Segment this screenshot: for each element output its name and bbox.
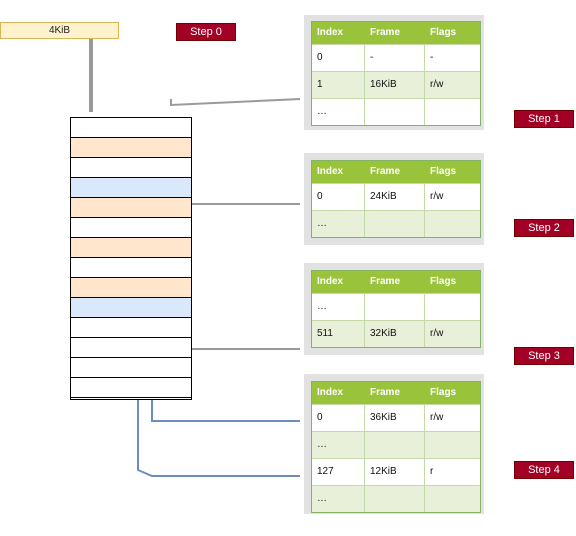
header-index: Index — [317, 166, 344, 177]
cell-index: … — [312, 99, 365, 125]
cell-frame: 36KiB — [365, 405, 425, 431]
table-row: … — [312, 431, 480, 458]
cell-flags: r/w — [430, 412, 444, 423]
cell-flags: r/w — [430, 328, 444, 339]
table-row: 1 16KiB r/w — [312, 71, 480, 98]
cell-index: … — [312, 294, 365, 320]
cell-frame — [365, 99, 425, 125]
page-table-level-4: Index Frame Flags 0 - - 1 16KiB r/w … — [311, 21, 481, 126]
table-header: Index Frame Flags — [312, 22, 480, 44]
cell-flags: - — [430, 52, 434, 63]
cell-flags — [425, 432, 480, 458]
step-4-badge: Step 4 — [514, 461, 574, 479]
cell-index: 511 — [312, 321, 365, 347]
table-header: Index Frame Flags — [312, 271, 480, 293]
step-2-badge: Step 2 — [514, 219, 574, 237]
header-frame: Frame — [370, 27, 401, 38]
header-index: Index — [317, 387, 344, 398]
table-row: 0 24KiB r/w — [312, 183, 480, 210]
cell-flags — [425, 211, 480, 237]
memory-frame-row — [71, 358, 191, 378]
page-table-level-1: Index Frame Flags 0 36KiB r/w … 127 12Ki… — [311, 381, 481, 513]
header-flags: Flags — [430, 166, 457, 177]
cell-flags — [425, 99, 480, 125]
cell-frame — [365, 294, 425, 320]
header-flags: Flags — [430, 387, 457, 398]
header-index: Index — [317, 276, 344, 287]
physical-memory — [70, 117, 192, 400]
cell-index: … — [312, 432, 365, 458]
table-row: … — [312, 293, 480, 320]
step-3-badge: Step 3 — [514, 347, 574, 365]
step-1-badge: Step 1 — [514, 110, 574, 128]
page-table-level-2: Index Frame Flags … 511 32KiB r/w — [311, 270, 481, 348]
cell-index: 127 — [312, 459, 365, 485]
memory-frame-row — [71, 218, 191, 238]
step4-connector-a — [151, 400, 300, 422]
table-row: … — [312, 98, 480, 125]
cell-frame: 12KiB — [365, 459, 425, 485]
memory-frame-row — [71, 318, 191, 338]
cell-frame: - — [365, 45, 425, 71]
cell-index: 0 — [312, 45, 365, 71]
table-row: … — [312, 485, 480, 512]
memory-frame-row — [71, 298, 191, 318]
cell-flags: r/w — [430, 191, 444, 202]
cell-flags — [425, 294, 480, 320]
memory-frame-row — [71, 258, 191, 278]
memory-frame-row — [71, 118, 191, 138]
table-header: Index Frame Flags — [312, 161, 480, 183]
table-row: 127 12KiB r — [312, 458, 480, 485]
table-row: 0 36KiB r/w — [312, 404, 480, 431]
step1-connector — [170, 98, 301, 107]
cell-frame: 24KiB — [365, 184, 425, 210]
cell-index: 0 — [312, 184, 365, 210]
table-row: 511 32KiB r/w — [312, 320, 480, 347]
step4-connector-b — [137, 400, 300, 477]
cell-index: … — [312, 486, 365, 512]
memory-frame-row — [71, 198, 191, 218]
page-table-level-3: Index Frame Flags 0 24KiB r/w … — [311, 160, 481, 238]
memory-frame-row — [71, 238, 191, 258]
header-index: Index — [317, 27, 344, 38]
header-frame: Frame — [370, 276, 401, 287]
cell-frame: 16KiB — [365, 72, 425, 98]
memory-frame-row — [71, 178, 191, 198]
header-flags: Flags — [430, 276, 457, 287]
cell-index: … — [312, 211, 365, 237]
cell-index: 1 — [312, 72, 365, 98]
table-row: 0 - - — [312, 44, 480, 71]
header-frame: Frame — [370, 166, 401, 177]
cell-flags — [425, 486, 480, 512]
memory-frame-row — [71, 278, 191, 298]
memory-frame-row — [71, 158, 191, 178]
cell-frame — [365, 486, 425, 512]
cell-flags: r — [430, 466, 434, 477]
table-row: … — [312, 210, 480, 237]
cell-flags: r/w — [430, 79, 444, 90]
step-0-badge: Step 0 — [176, 23, 236, 41]
cell-frame — [365, 432, 425, 458]
table-header: Index Frame Flags — [312, 382, 480, 404]
memory-frame-row — [71, 138, 191, 158]
header-flags: Flags — [430, 27, 457, 38]
cell-index: 0 — [312, 405, 365, 431]
header-frame: Frame — [370, 387, 401, 398]
memory-frame-row — [71, 378, 191, 398]
virtual-address-box: 4KiB — [0, 22, 119, 39]
cell-frame: 32KiB — [365, 321, 425, 347]
memory-frame-row — [71, 338, 191, 358]
cell-frame — [365, 211, 425, 237]
